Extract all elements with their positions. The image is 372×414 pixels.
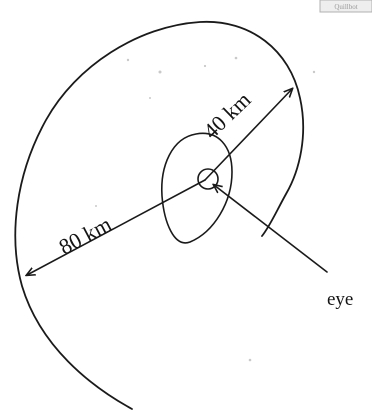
scan-noise	[95, 57, 315, 362]
corner-stamp: Quillbot	[320, 0, 372, 12]
outer-radius-dimension-line	[27, 180, 205, 275]
outer-spiral-band	[15, 22, 303, 409]
inner-eyewall-circle	[162, 133, 232, 242]
outer-radius-label: 80 km	[55, 211, 116, 259]
eye-label: eye	[327, 289, 353, 310]
corner-stamp-text: Quillbot	[334, 3, 357, 11]
eye-pointer-arrow	[214, 185, 327, 272]
